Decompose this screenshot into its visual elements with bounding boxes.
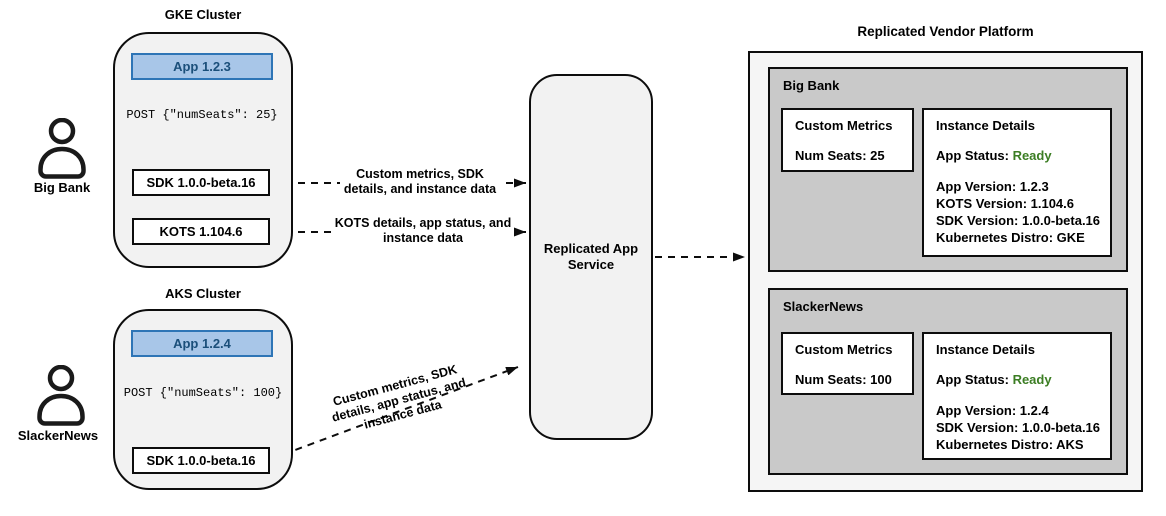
flow-label-sdk-metrics: Custom metrics, SDK details, and instanc… bbox=[340, 166, 500, 198]
custom-metrics-title: Custom Metrics bbox=[795, 342, 893, 357]
aks-cluster-title: AKS Cluster bbox=[165, 286, 241, 301]
custom-metrics-card: Custom Metrics Num Seats: 25 bbox=[781, 108, 914, 172]
aks-sdk-box: SDK 1.0.0-beta.16 bbox=[132, 447, 270, 474]
instance-details-title: Instance Details bbox=[936, 118, 1035, 133]
instance-details-card: Instance Details App Status: Ready App V… bbox=[922, 108, 1112, 257]
instance-details-title: Instance Details bbox=[936, 342, 1035, 357]
gke-cluster-title: GKE Cluster bbox=[164, 7, 242, 22]
custom-metrics-title: Custom Metrics bbox=[795, 118, 893, 133]
slackernews-user-icon bbox=[37, 365, 85, 426]
tenant-name: SlackerNews bbox=[783, 299, 864, 314]
detail-line: App Version: 1.2.3 bbox=[936, 179, 1049, 194]
flow-label-sdk-status: Custom metrics, SDK details, app status,… bbox=[330, 362, 468, 432]
app-status-value: Ready bbox=[1012, 148, 1052, 163]
vendor-platform-box: Big Bank Custom Metrics Num Seats: 25 In… bbox=[748, 51, 1143, 492]
app-status-value: Ready bbox=[1012, 372, 1052, 387]
instance-detail-lines: App Version: 1.2.4 SDK Version: 1.0.0-be… bbox=[936, 402, 1100, 453]
detail-line: SDK Version: 1.0.0-beta.16 bbox=[936, 420, 1101, 435]
detail-line: KOTS Version: 1.104.6 bbox=[936, 196, 1075, 211]
app-status-label: App Status: bbox=[936, 372, 1013, 387]
aks-post-request: POST {"numSeats": 100} bbox=[123, 386, 283, 400]
flow-label-kots-details: KOTS details, app status, and instance d… bbox=[332, 215, 514, 247]
aks-app-box: App 1.2.4 bbox=[131, 330, 273, 357]
gke-app-box: App 1.2.3 bbox=[131, 53, 273, 80]
big-bank-user-label: Big Bank bbox=[33, 180, 91, 195]
replicated-app-service-label: Replicated App Service bbox=[543, 241, 639, 272]
instance-detail-lines: App Version: 1.2.3 KOTS Version: 1.104.6… bbox=[936, 178, 1100, 246]
replicated-app-service-box: Replicated App Service bbox=[529, 74, 653, 440]
detail-line: Kubernetes Distro: GKE bbox=[936, 230, 1085, 245]
instance-details-card: Instance Details App Status: Ready App V… bbox=[922, 332, 1112, 460]
app-status-line: App Status: Ready bbox=[936, 372, 1052, 387]
num-seats-value: Num Seats: 25 bbox=[795, 148, 885, 163]
gke-sdk-box: SDK 1.0.0-beta.16 bbox=[132, 169, 270, 196]
tenant-panel-big-bank: Big Bank Custom Metrics Num Seats: 25 In… bbox=[768, 67, 1128, 272]
tenant-name: Big Bank bbox=[783, 78, 840, 93]
app-status-label: App Status: bbox=[936, 148, 1013, 163]
app-status-line: App Status: Ready bbox=[936, 148, 1052, 163]
vendor-platform-title: Replicated Vendor Platform bbox=[857, 24, 1034, 39]
detail-line: Kubernetes Distro: AKS bbox=[936, 437, 1084, 452]
num-seats-value: Num Seats: 100 bbox=[795, 372, 892, 387]
detail-line: SDK Version: 1.0.0-beta.16 bbox=[936, 213, 1101, 228]
tenant-panel-slackernews: SlackerNews Custom Metrics Num Seats: 10… bbox=[768, 288, 1128, 475]
gke-kots-box: KOTS 1.104.6 bbox=[132, 218, 270, 245]
custom-metrics-card: Custom Metrics Num Seats: 100 bbox=[781, 332, 914, 395]
detail-line: App Version: 1.2.4 bbox=[936, 403, 1049, 418]
big-bank-user-icon bbox=[38, 118, 86, 179]
slackernews-user-label: SlackerNews bbox=[17, 428, 99, 443]
gke-post-request: POST {"numSeats": 25} bbox=[126, 108, 278, 122]
